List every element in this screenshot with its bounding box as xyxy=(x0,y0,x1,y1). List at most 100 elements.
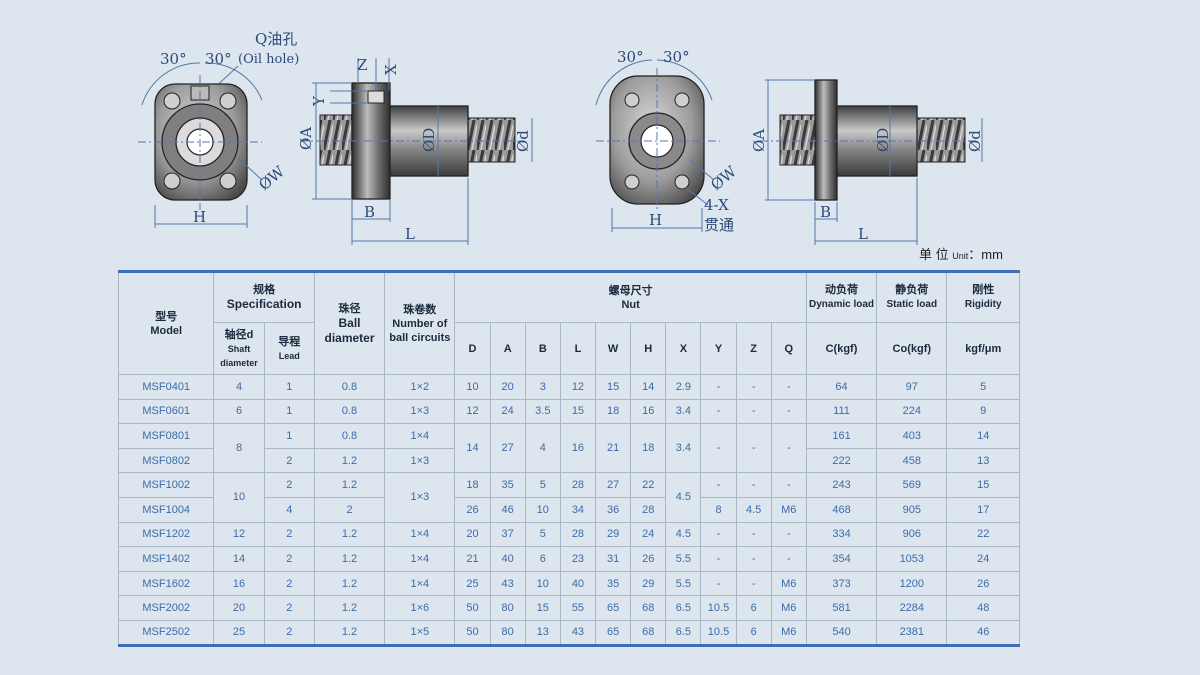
cell-ball: 1.2 xyxy=(313,619,386,646)
cell-l: 12 xyxy=(559,374,597,400)
cell-q: M6 xyxy=(770,595,807,621)
cell-shaft: 20 xyxy=(213,595,265,621)
table-row: MSF1602 16 2 1.2 1×4 25 43 10 40 35 29 5… xyxy=(117,570,1020,597)
cell-b: 6 xyxy=(524,546,561,572)
cell-circuits: 1×4 xyxy=(384,521,456,548)
right-4x-label: 4-X xyxy=(704,196,729,214)
cell-z: 4.5 xyxy=(735,496,772,523)
unit-note: 单 位 Unit：mm xyxy=(919,247,1003,262)
cell-z: - xyxy=(735,423,772,474)
cell-circuits: 1×6 xyxy=(384,595,456,621)
cell-h: 68 xyxy=(630,619,667,646)
cell-y: - xyxy=(700,374,737,400)
cell-h: 28 xyxy=(630,496,667,523)
cell-d: 50 xyxy=(454,619,491,646)
cell-b: 10 xyxy=(524,496,561,523)
cell-shaft: 8 xyxy=(213,423,265,474)
cell-shaft: 4 xyxy=(213,374,265,400)
cell-circuits: 1×2 xyxy=(384,374,456,400)
cell-b: 4 xyxy=(524,423,561,474)
cell-a: 37 xyxy=(489,521,526,548)
cell-d: 25 xyxy=(454,570,491,597)
cell-b: 5 xyxy=(524,472,561,498)
cell-h: 26 xyxy=(630,546,667,572)
cell-shaft: 16 xyxy=(213,570,265,597)
cell-static: 2381 xyxy=(876,619,948,646)
cell-lead: 1 xyxy=(263,374,315,400)
technical-drawings: 30° 30° Q油孔 (Oil hole) H ØW Z X xyxy=(138,30,984,245)
cell-dynamic: 161 xyxy=(805,423,878,449)
cell-rigidity: 26 xyxy=(946,570,1020,597)
header-rigidity-unit: kgf/μm xyxy=(946,322,1020,375)
cell-z: - xyxy=(735,521,772,548)
cell-lead: 2 xyxy=(263,447,315,474)
cell-q: M6 xyxy=(770,619,807,646)
cell-z: - xyxy=(735,374,772,400)
cell-ball: 0.8 xyxy=(313,398,386,425)
cell-w: 31 xyxy=(595,546,632,572)
cell-l: 23 xyxy=(559,546,597,572)
cell-shaft: 10 xyxy=(213,472,265,523)
cell-y: 8 xyxy=(700,496,737,523)
header-nut-x: X xyxy=(665,322,702,375)
cell-dynamic: 468 xyxy=(805,496,878,523)
table-row: MSF1202 12 2 1.2 1×4 20 37 5 28 29 24 4.… xyxy=(117,521,1020,548)
cell-z: - xyxy=(735,570,772,597)
cell-h: 18 xyxy=(630,423,667,474)
cell-lead: 2 xyxy=(263,521,315,548)
cell-ball: 1.2 xyxy=(313,521,386,548)
cell-circuits: 1×5 xyxy=(384,619,456,646)
left-y-label: Y xyxy=(310,95,328,107)
cell-ball: 1.2 xyxy=(313,546,386,572)
header-dynamic-unit: C(kgf) xyxy=(805,322,878,375)
cell-d: 18 xyxy=(454,472,491,498)
cell-circuits: 1×4 xyxy=(384,570,456,597)
cell-ball: 1.2 xyxy=(313,447,386,474)
cell-x: 4.5 xyxy=(665,521,702,548)
cell-shaft: 14 xyxy=(213,546,265,572)
cell-h: 14 xyxy=(630,374,667,400)
cell-model: MSF1202 xyxy=(117,521,215,548)
left-w-label: ØW xyxy=(255,162,288,194)
cell-d: 20 xyxy=(454,521,491,548)
header-nut-b: B xyxy=(524,322,561,375)
cell-dynamic: 581 xyxy=(805,595,878,621)
cell-rigidity: 48 xyxy=(946,595,1020,621)
cell-circuits: 1×3 xyxy=(384,472,456,523)
cell-lead: 2 xyxy=(263,546,315,572)
header-nut-z: Z xyxy=(735,322,772,375)
table-row: MSF0601 6 1 0.8 1×3 12 24 3.5 15 18 16 3… xyxy=(117,398,1020,425)
cell-w: 27 xyxy=(595,472,632,498)
cell-ball: 1.2 xyxy=(313,595,386,621)
cell-shaft: 25 xyxy=(213,619,265,646)
cell-q: - xyxy=(770,423,807,474)
right-side-view: ØA ØD Ød B L xyxy=(750,79,984,245)
cell-a: 20 xyxy=(489,374,526,400)
cell-ball: 2 xyxy=(313,496,386,523)
cell-circuits: 1×4 xyxy=(384,423,456,449)
cell-w: 65 xyxy=(595,595,632,621)
cell-rigidity: 5 xyxy=(946,374,1020,400)
cell-q: - xyxy=(770,521,807,548)
table-row: MSF0801 8 1 0.8 1×4 14 27 4 16 21 18 3.4… xyxy=(117,423,1020,474)
cell-rigidity: 9 xyxy=(946,398,1020,425)
cell-circuits: 1×3 xyxy=(384,447,456,474)
cell-b: 3.5 xyxy=(524,398,561,425)
cell-x: 5.5 xyxy=(665,546,702,572)
right-angle2-label: 30° xyxy=(663,48,690,66)
cell-q: - xyxy=(770,398,807,425)
header-nut-y: Y xyxy=(700,322,737,375)
cell-rigidity: 14 xyxy=(946,423,1020,449)
cell-y: - xyxy=(700,472,737,498)
cell-dynamic: 354 xyxy=(805,546,878,572)
cell-x: 6.5 xyxy=(665,595,702,621)
unit-cn: 单 位 xyxy=(919,247,949,262)
cell-w: 65 xyxy=(595,619,632,646)
